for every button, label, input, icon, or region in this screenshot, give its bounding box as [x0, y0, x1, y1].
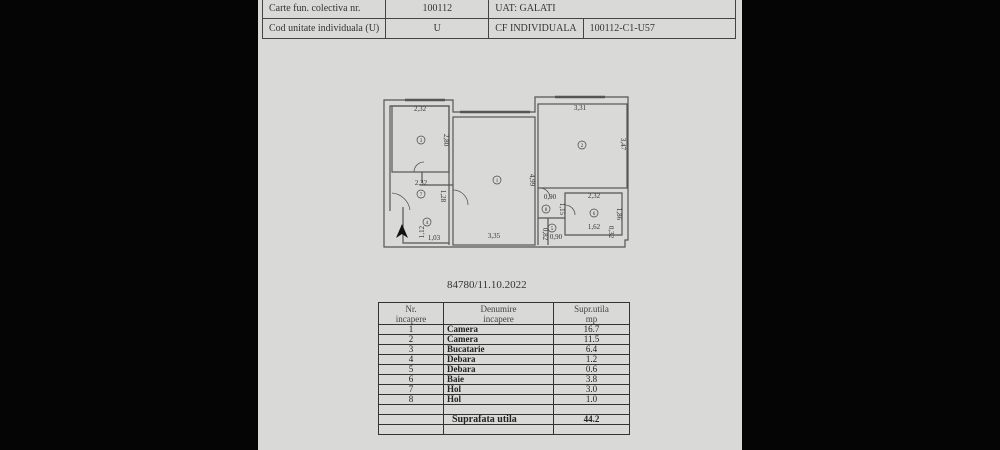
room-name: Baie — [443, 374, 554, 385]
room-label-6: 6 — [593, 212, 596, 217]
room-nr: 3 — [378, 344, 444, 355]
dim: 4,99 — [528, 174, 536, 187]
dim: 1,86 — [615, 208, 623, 221]
room-name: Debara — [443, 364, 554, 375]
room-label-1: 1 — [496, 179, 499, 184]
dim: 1,03 — [428, 234, 441, 242]
room-nr: 8 — [378, 394, 444, 405]
room-name: Bucatarie — [443, 344, 554, 355]
room-label-3: 3 — [420, 139, 423, 144]
room-nr: 2 — [378, 334, 444, 345]
room-name: Hol — [443, 394, 554, 405]
dim: 3,47 — [619, 138, 627, 151]
room-area: 1.2 — [553, 354, 630, 365]
room-area: 3.8 — [553, 374, 630, 385]
room-area: 16.7 — [553, 324, 630, 335]
dim: 2,32 — [588, 192, 601, 200]
room-name: Hol — [443, 384, 554, 395]
room-name: Camera — [443, 324, 554, 335]
dim: 0,90 — [544, 193, 557, 201]
total-value: 44.2 — [553, 414, 630, 425]
cf-individual-label: CF INDIVIDUALA — [488, 18, 584, 39]
reference-date: 84780/11.10.2022 — [447, 279, 527, 291]
room-area: 1.0 — [553, 394, 630, 405]
room-name: Debara — [443, 354, 554, 365]
room-area: 3.0 — [553, 384, 630, 395]
total-label: Suprafata utila — [443, 414, 554, 425]
room-nr: 7 — [378, 384, 444, 395]
cf-individual-value: 100112-C1-U57 — [582, 18, 737, 39]
dim: 1,28 — [439, 190, 447, 203]
north-arrow-icon — [396, 224, 408, 238]
dim: 2,32 — [414, 105, 427, 113]
room-nr: 6 — [378, 374, 444, 385]
room-nr: 5 — [378, 364, 444, 375]
room-label-7: 7 — [420, 193, 423, 198]
dim: 1,15 — [558, 203, 566, 216]
dim: 0,32 — [607, 226, 615, 239]
dim: 0,90 — [550, 233, 563, 241]
room-name: Camera — [443, 334, 554, 345]
room-label-4: 4 — [426, 221, 429, 226]
dim: 3,31 — [574, 104, 587, 112]
dim: 1,12 — [418, 225, 426, 238]
room-nr: 4 — [378, 354, 444, 365]
room-label-2: 2 — [581, 144, 584, 149]
room-nr: 1 — [378, 324, 444, 335]
dim: 2,32 — [415, 179, 428, 187]
room-area: 11.5 — [553, 334, 630, 345]
dim: 2,80 — [442, 134, 450, 147]
room-area: 0.6 — [553, 364, 630, 375]
room-label-8: 8 — [545, 208, 548, 213]
room-label-5: 5 — [551, 227, 554, 232]
dim: 3,35 — [488, 232, 501, 240]
room-area: 6.4 — [553, 344, 630, 355]
unit-code-value: U — [385, 18, 490, 39]
dim: 1,62 — [588, 223, 601, 231]
dim: 0,82 — [541, 228, 549, 241]
unit-code-label: Cod unitate individuala (U) — [261, 18, 387, 39]
col-header-nr: Nr.incapere — [378, 302, 444, 325]
